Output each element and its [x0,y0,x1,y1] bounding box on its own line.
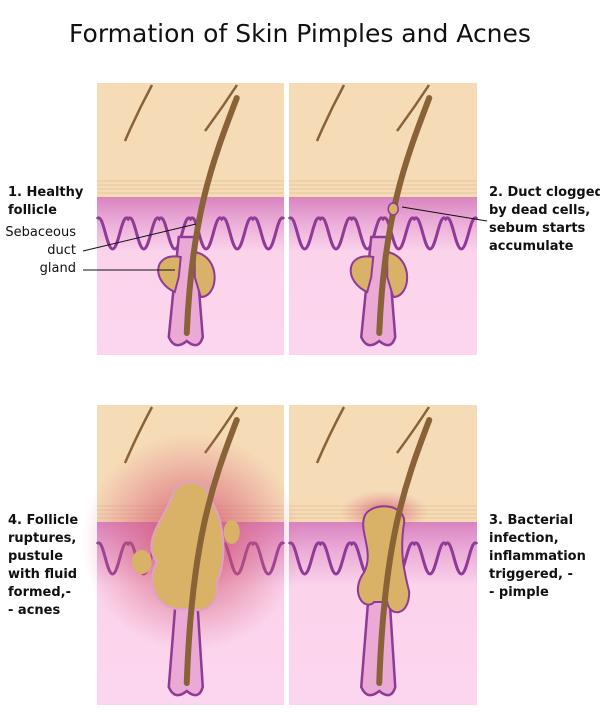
label-line: pustule [8,549,63,564]
label-line: formed,- [8,585,71,600]
annotation-text: duct [47,243,76,258]
hair [395,84,431,132]
hair [203,84,239,132]
clogged-duct [387,202,399,216]
label-line: - pimple [489,585,549,600]
annotation-text: gland [40,261,76,276]
label-line: accumulate [489,239,574,254]
hair [315,84,346,142]
label-line: infection, [489,531,559,546]
label-line: 3. Bacterial [489,513,573,528]
label-healthy-follicle: 1. Healthy follicle [8,185,84,218]
main-hair [183,95,240,336]
label-line: by dead cells, [489,203,590,218]
main-hair [376,95,433,336]
basement-membrane [287,216,479,251]
label-follicle-ruptures: 4. Follicle ruptures, pustule with fluid… [8,513,78,618]
sebaceous-gland [157,255,182,294]
label-line: ruptures, [8,531,76,546]
annotation-text: Sebaceous [5,225,76,240]
clog-leader-line [401,206,488,222]
label-line: 1. Healthy [8,185,84,200]
sebaceous-gland [349,255,375,294]
label-line: sebum starts [489,221,586,236]
hair [395,406,431,454]
diagram-title: Formation of Skin Pimples and Acnes [69,19,531,48]
sebum-droplet [223,520,240,544]
label-line: inflammation [489,549,586,564]
sebaceous-gland [193,250,216,299]
annotation-sebaceous: Sebaceous duct gland [5,223,197,276]
epidermis [289,83,477,197]
label-line: triggered, - [489,567,573,582]
panel-healthy [95,83,286,355]
label-line: 2. Duct clogged [489,185,600,200]
sebaceous-gland [386,250,409,299]
duct-leader-line [82,223,197,252]
label-line: 4. Follicle [8,513,78,528]
label-line: - acnes [8,603,60,618]
hair [315,406,346,464]
label-line: with fluid [8,567,77,582]
epidermis [97,83,284,197]
panel-acne [81,405,302,705]
label-bacterial-infection: 3. Bacterial infection, inflammation tri… [489,513,586,600]
label-line: follicle [8,203,57,218]
sebum-droplet [131,550,152,574]
basement-membrane [95,216,286,251]
hair [123,84,154,142]
panel-clogged [287,83,479,355]
label-duct-clogged: 2. Duct clogged by dead cells, sebum sta… [401,185,600,254]
panel-pimple [287,405,479,705]
main-hair [183,417,240,686]
main-hair [376,417,433,686]
